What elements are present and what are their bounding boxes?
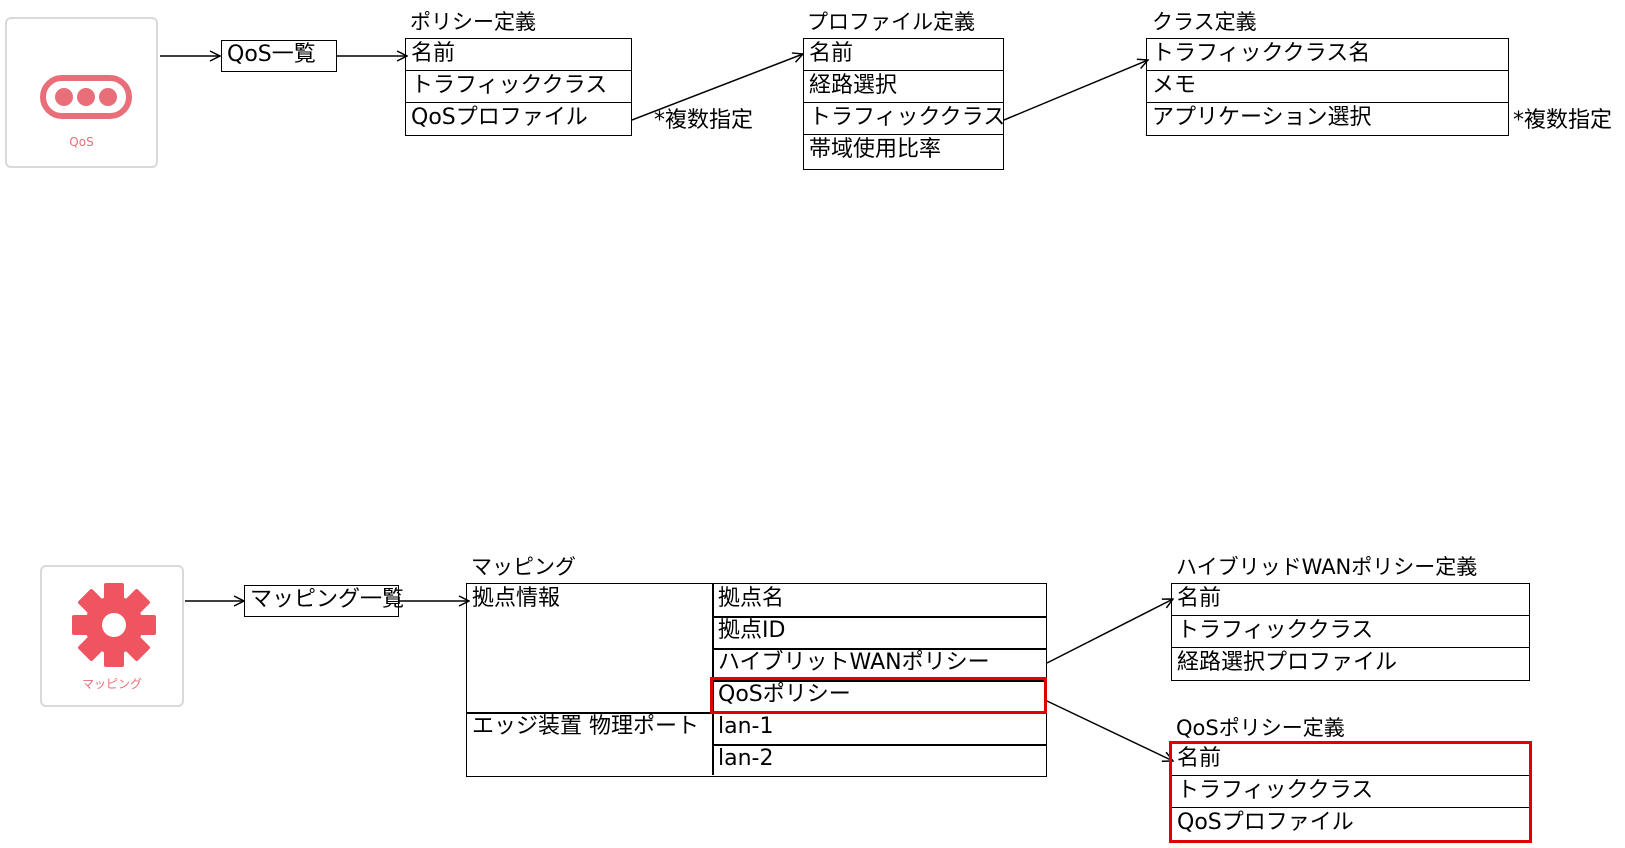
class-def-title: クラス定義 [1152, 10, 1257, 34]
qos-app-tile[interactable]: QoS [5, 17, 158, 168]
mapping-row-separator [712, 744, 1047, 746]
profile-def-title: プロファイル定義 [807, 10, 975, 34]
profile-def-table: 名前 経路選択 トラフィッククラス 帯域使用比率 [803, 38, 1004, 170]
policy-def-title: ポリシー定義 [410, 10, 536, 34]
mapping-group-label: エッジ装置 物理ポート [472, 714, 699, 739]
policy-def-row: 名前 [406, 39, 631, 71]
mapping-row-separator [712, 680, 1047, 682]
policy-def-row: QoSプロファイル [411, 105, 588, 130]
qos-policy-def-row: QoSプロファイル [1177, 810, 1354, 835]
policy-def-row: トラフィッククラス [406, 71, 631, 103]
mapping-item: 拠点ID [718, 618, 786, 643]
mapping-item: lan-2 [718, 746, 774, 771]
mapping-title: マッピング [471, 555, 576, 579]
class-def-table: トラフィッククラス名 メモ アプリケーション選択 [1146, 38, 1509, 136]
policy-multi-note: *複数指定 [654, 108, 754, 133]
qos-policy-def-row: トラフィッククラス [1172, 776, 1529, 808]
mapping-group-label: 拠点情報 [472, 586, 561, 611]
policy-def-table: 名前 トラフィッククラス QoSプロファイル [405, 38, 632, 136]
qos-policy-def-title: QoSポリシー定義 [1176, 716, 1345, 740]
mapping-list-box[interactable]: マッピング一覧 [244, 585, 404, 617]
qos-list-box[interactable]: QoS一覧 [221, 40, 337, 72]
class-def-row: アプリケーション選択 [1152, 105, 1372, 130]
profile-def-row: 経路選択 [804, 71, 1003, 103]
arrow-policy-to-profile [631, 54, 803, 121]
mapping-item: ハイブリットWANポリシー [718, 650, 990, 675]
mapping-app-tile[interactable]: マッピング [40, 565, 184, 707]
arrow-profile-to-class [1003, 60, 1148, 121]
qos-policy-def-table: 名前 トラフィッククラス QoSプロファイル [1171, 743, 1530, 841]
class-def-row: メモ [1147, 71, 1508, 103]
profile-def-row: 名前 [804, 39, 1003, 71]
mapping-item: QoSポリシー [718, 682, 851, 707]
profile-def-row: トラフィッククラス [804, 103, 1003, 135]
gear-icon [72, 583, 156, 667]
mapping-row-separator [712, 648, 1047, 650]
mapping-table: 拠点情報 拠点名 拠点ID ハイブリットWANポリシー QoSポリシー エッジ装… [466, 583, 1047, 777]
mapping-item: lan-1 [718, 714, 774, 739]
traffic-dots-icon [40, 75, 132, 119]
mapping-item: 拠点名 [718, 586, 785, 611]
qos-policy-def-row: 名前 [1172, 744, 1529, 776]
mapping-row-separator [712, 616, 1047, 618]
hybrid-wan-def-row: 名前 [1172, 584, 1529, 616]
hybrid-wan-def-table: 名前 トラフィッククラス 経路選択プロファイル [1171, 583, 1530, 681]
profile-def-row: 帯域使用比率 [809, 137, 942, 162]
hybrid-wan-def-row: トラフィッククラス [1172, 616, 1529, 648]
hybrid-wan-def-title: ハイブリッドWANポリシー定義 [1176, 555, 1478, 579]
mapping-group-separator [467, 712, 712, 714]
arrow-to-qos-policy [1046, 700, 1173, 761]
arrow-to-hybrid-wan [1046, 599, 1173, 664]
qos-app-label: QoS [69, 135, 94, 149]
class-def-row: トラフィッククラス名 [1147, 39, 1508, 71]
hybrid-wan-def-row: 経路選択プロファイル [1177, 650, 1398, 675]
mapping-app-label: マッピング [81, 677, 142, 691]
class-multi-note: *複数指定 [1513, 108, 1613, 133]
